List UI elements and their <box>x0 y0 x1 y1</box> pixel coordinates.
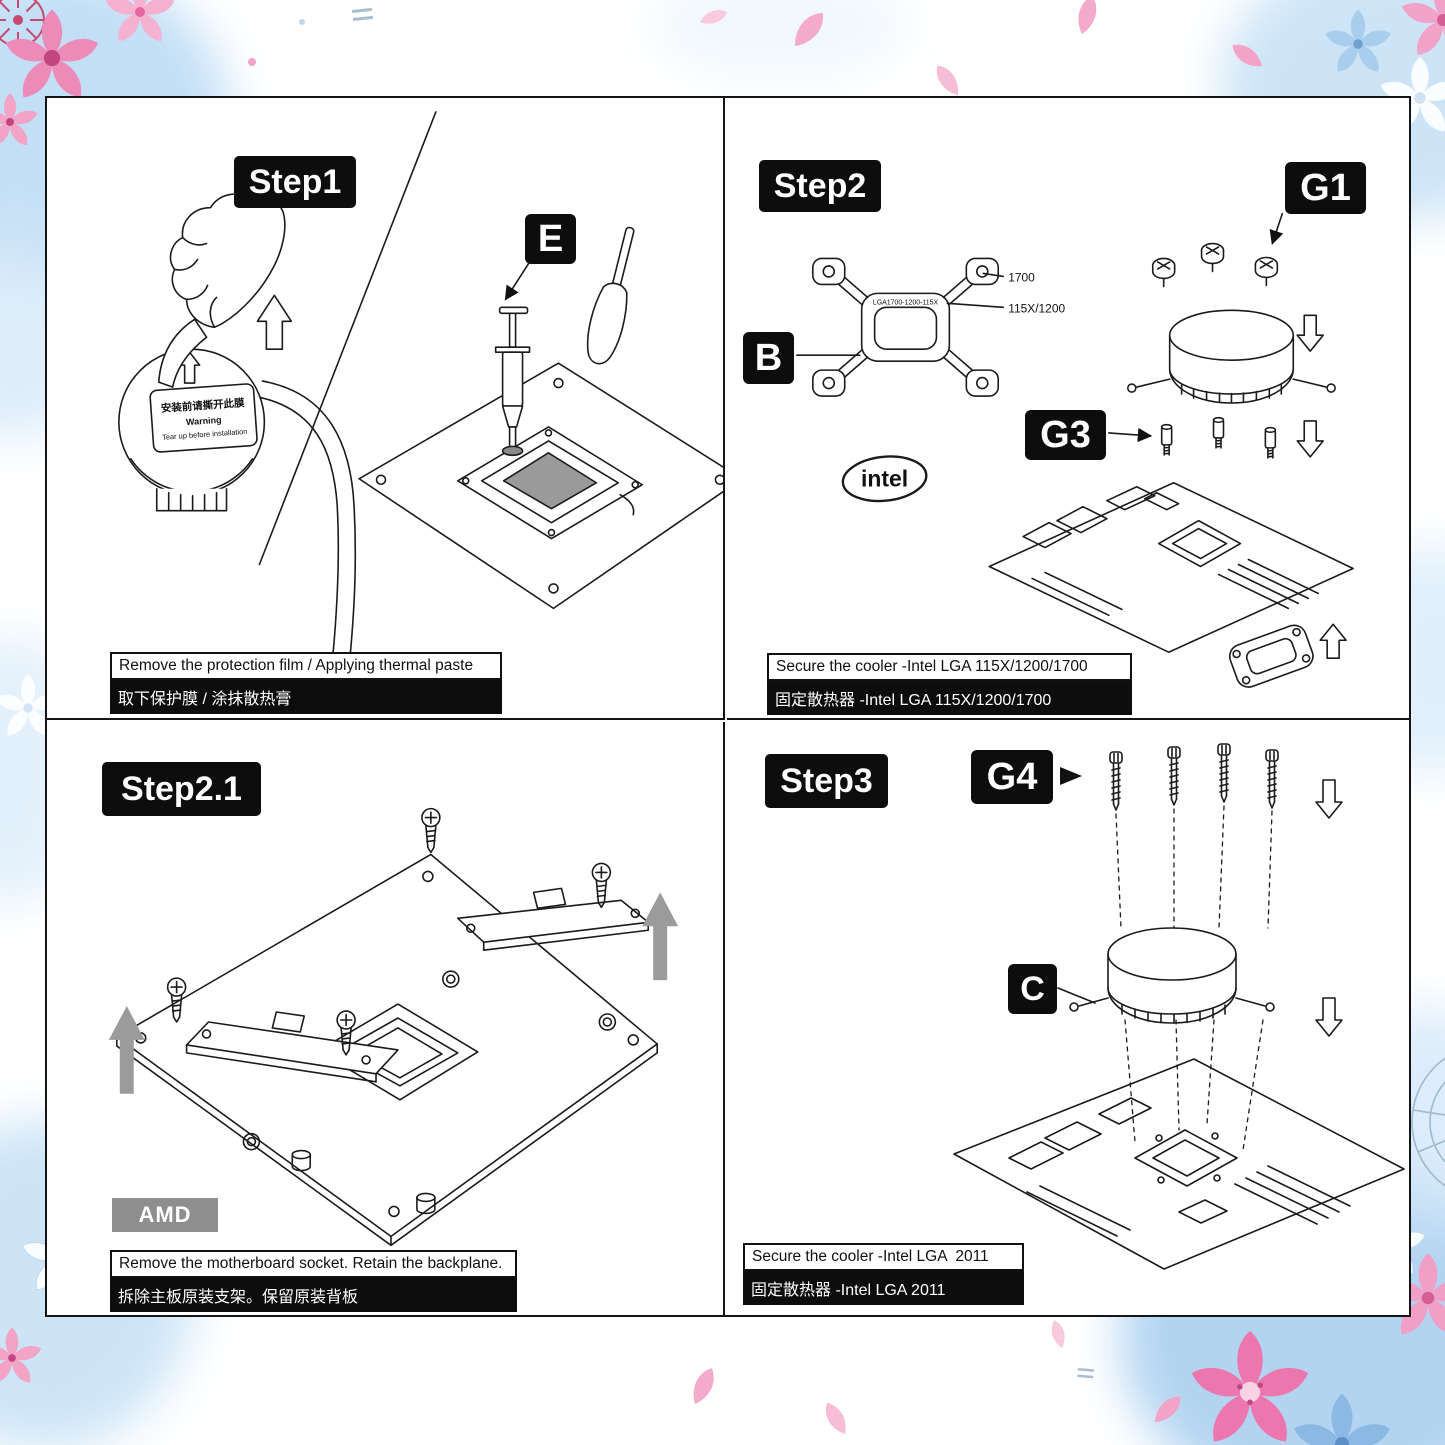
caption-step2: Secure the cooler -Intel LGA 115X/1200/1… <box>767 653 1132 715</box>
caption-step21-en: Remove the motherboard socket. Retain th… <box>110 1250 517 1278</box>
label-e-arrow <box>504 256 534 301</box>
hand-illustration <box>169 193 286 329</box>
bracket-callouts: 1700 115X/1200 <box>946 270 1065 315</box>
amd-bracket-left <box>185 1011 399 1083</box>
g4-screws <box>1109 743 1279 811</box>
pump-illustration: 安装前请撕开此膜 Warning Tear up before installa… <box>118 318 266 512</box>
down-arrows-q4 <box>1315 779 1343 1037</box>
label-c-line <box>1057 987 1096 1004</box>
step21-badge: Step2.1 <box>102 762 261 816</box>
bracket-text: LGA1700-1200-115X <box>873 299 939 306</box>
intel-logo: intel <box>841 455 928 503</box>
step3-illustration <box>953 743 1405 1270</box>
standoff-rings <box>242 970 617 1215</box>
panel-step3: Step3 G4 C Secure the cooler -Intel LGA … <box>727 722 1409 1315</box>
thumb-screws <box>1151 242 1279 288</box>
decor-marks <box>352 7 1094 1379</box>
motherboard-illustration-q1 <box>358 362 723 610</box>
label-g1: G1 <box>1285 162 1366 214</box>
film-pulled <box>157 318 208 388</box>
intel-logo-text: intel <box>861 466 908 492</box>
alignment-dashes <box>1115 805 1273 1151</box>
caption-step1-en: Remove the protection film / Applying th… <box>110 652 502 680</box>
backplate-illustration <box>1228 624 1314 688</box>
up-arrows-gray <box>108 892 679 1094</box>
thermal-paste-syringe <box>494 306 531 457</box>
motherboard-illustration-q2 <box>988 481 1354 654</box>
spatula-illustration <box>586 226 635 365</box>
step21-illustration <box>108 807 679 1247</box>
caption-step3: Secure the cooler -Intel LGA 2011 固定散热器 … <box>743 1243 1024 1305</box>
manual-frame: 安装前请撕开此膜 Warning Tear up before installa… <box>45 96 1411 1317</box>
standoffs <box>1160 416 1277 459</box>
caption-step2-zh: 固定散热器 -Intel LGA 115X/1200/1700 <box>767 681 1132 715</box>
label-g3: G3 <box>1025 410 1106 460</box>
amd-bracket-top <box>456 887 650 951</box>
fan-decoration <box>1411 1057 1445 1187</box>
up-arrow <box>256 294 293 350</box>
panel-step2: LGA1700-1200-115X 1700 115X/1200 <box>727 98 1409 720</box>
label-b: B <box>743 332 794 384</box>
motherboard-illustration-q4 <box>953 1058 1405 1270</box>
caption-step1-zh: 取下保护膜 / 涂抹散热膏 <box>110 680 502 714</box>
callout-115x: 115X/1200 <box>1008 301 1065 315</box>
divider-line <box>258 111 437 566</box>
step1-illustration: 安装前请撕开此膜 Warning Tear up before installa… <box>118 111 723 657</box>
callout-1700: 1700 <box>1008 270 1035 284</box>
caption-step21: Remove the motherboard socket. Retain th… <box>110 1250 517 1312</box>
caption-step2-en: Secure the cooler -Intel LGA 115X/1200/1… <box>767 653 1132 681</box>
caption-step3-en: Secure the cooler -Intel LGA 2011 <box>743 1243 1024 1271</box>
pump-tubes <box>257 380 357 657</box>
caption-step3-zh: 固定散热器 -Intel LGA 2011 <box>743 1271 1024 1305</box>
panel-step21: Step2.1 AMD Remove the motherboard socke… <box>47 722 725 1315</box>
protection-film-label: 安装前请撕开此膜 Warning Tear up before installa… <box>149 383 258 453</box>
step1-badge: Step1 <box>234 156 356 208</box>
amd-badge: AMD <box>112 1198 218 1232</box>
caption-step1: Remove the protection film / Applying th… <box>110 652 502 714</box>
label-g1-arrow <box>1269 212 1284 245</box>
label-g4: G4 <box>971 750 1053 804</box>
step2-badge: Step2 <box>759 160 881 212</box>
label-g4-arrow <box>1060 767 1082 785</box>
pump-illustration-q2 <box>1127 309 1336 404</box>
intel-bracket-illustration: LGA1700-1200-115X <box>812 257 1000 397</box>
amd-socket <box>317 1003 479 1101</box>
label-c: C <box>1008 964 1057 1014</box>
label-g3-arrow <box>1108 427 1153 443</box>
label-e: E <box>525 214 576 264</box>
caption-step21-zh: 拆除主板原装支架。保留原装背板 <box>110 1278 517 1312</box>
up-arrow-backplate <box>1319 623 1347 659</box>
step2-illustration: LGA1700-1200-115X 1700 115X/1200 <box>796 212 1354 688</box>
down-arrows-q2 <box>1296 314 1324 458</box>
step3-badge: Step3 <box>765 754 888 808</box>
film-warning-title: Warning <box>186 415 222 427</box>
pump-illustration-q4 <box>1069 927 1275 1024</box>
panel-step1: 安装前请撕开此膜 Warning Tear up before installa… <box>47 98 725 720</box>
